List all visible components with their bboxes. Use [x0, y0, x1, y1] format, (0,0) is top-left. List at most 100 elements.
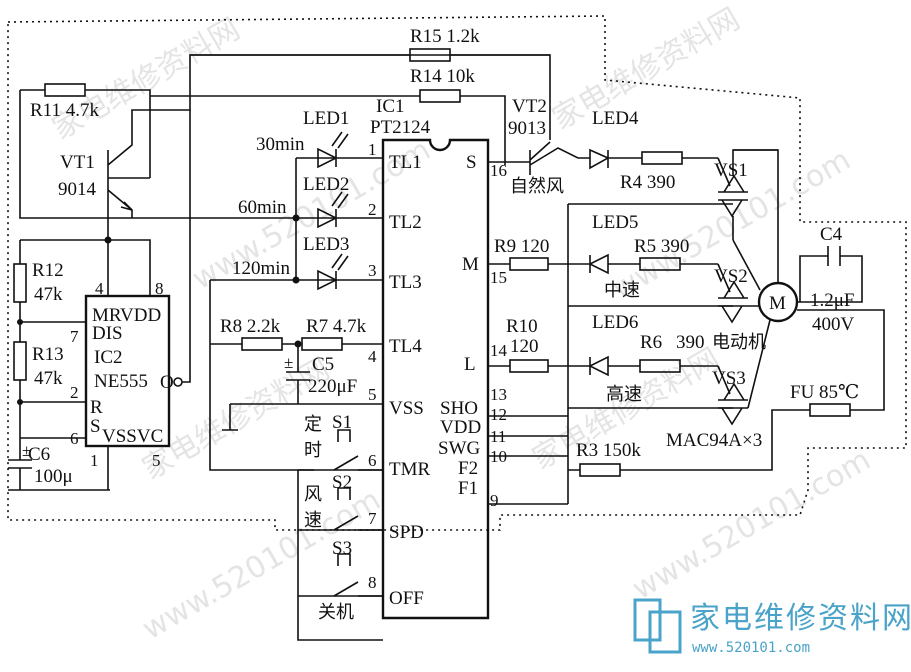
mode-medium: 中速 — [604, 280, 640, 301]
wire-r14 — [150, 95, 506, 165]
ic1-pinnum-8: 8 — [368, 573, 377, 592]
fuse-r3: FU 85℃ R3 150k — [568, 309, 885, 477]
ic1-part: PT2124 — [370, 117, 431, 138]
led6-label: LED6 — [592, 312, 638, 333]
ic1-pin-m: M — [462, 254, 479, 275]
s3-symbol[interactable] — [333, 581, 383, 597]
r15-label: R15 1.2k — [410, 26, 480, 47]
ic2-pinnum-2: 2 — [70, 383, 79, 402]
motor-label: 电动机 — [712, 332, 766, 353]
c4-voltage: 400V — [812, 314, 855, 335]
fuse-label: FU 85℃ — [790, 382, 859, 403]
s1-cn-b: 时 — [304, 440, 322, 461]
timer-30min: 30min — [256, 134, 305, 155]
s3-label: S3 — [332, 538, 352, 559]
r6-value: 390 — [676, 332, 705, 353]
vs2-label: VS2 — [714, 266, 748, 287]
watermark-layer: 家电维修资料网 家电维修资料网 家电维修资料网 家电维修资料网 www.5201… — [47, 2, 877, 647]
ic1-pinnum-12: 12 — [490, 405, 507, 424]
speed-branches: R9 120 LED5 R5 390 中速 VS2 R10 120 LED6 R… — [488, 212, 762, 451]
r9-label: R9 120 — [494, 236, 549, 257]
r7-resistor — [301, 337, 343, 351]
ic1-pinnum-9: 9 — [490, 491, 499, 510]
wire-r11 — [20, 89, 151, 178]
r15-resistor — [409, 48, 451, 62]
led5-label: LED5 — [592, 212, 638, 233]
ic1-pinnum-7: 7 — [368, 509, 377, 528]
vs1-triac — [717, 149, 778, 240]
r11-label: R11 4.7k — [30, 100, 99, 121]
r5-label: R5 390 — [634, 236, 689, 257]
ic1-pin-l: L — [464, 354, 476, 375]
junction-led3 — [292, 276, 300, 284]
r8-label: R8 2.2k — [220, 316, 281, 337]
vt2-part: 9013 — [508, 118, 546, 139]
ic1-pin-tl3: TL3 — [389, 272, 422, 293]
ic2-pin-mrvdd: MRVDD — [92, 305, 161, 326]
r13-resistor — [13, 341, 27, 381]
ic1-pinnum-3: 3 — [368, 261, 377, 280]
natural-wind-branch: VT2 9013 自然风 LED4 R4 390 VS1 — [488, 96, 778, 240]
ic1-pinnum-14: 14 — [490, 341, 508, 360]
ic1-name: IC1 — [376, 96, 405, 117]
ic2-pin-r: R — [90, 397, 103, 418]
wire-switches — [297, 469, 383, 641]
wire-top-left — [19, 90, 296, 219]
s1-label: S1 — [332, 412, 352, 433]
c5-capacitor — [222, 371, 383, 431]
r7-label: R7 4.7k — [306, 316, 367, 337]
r12-resistor — [13, 263, 27, 303]
ic2-pinnum-4: 4 — [95, 279, 104, 298]
ic1-pin-tmr: TMR — [389, 459, 431, 480]
led1-symbol — [317, 147, 338, 169]
s2-cn-a: 风 — [304, 484, 322, 505]
led2-label: LED2 — [303, 174, 349, 195]
ic1-pin-vss: VSS — [389, 398, 424, 419]
ic1-pin-tl1: TL1 — [389, 152, 422, 173]
ic1-pinnum-16: 16 — [490, 161, 507, 180]
s2-cn-b: 速 — [304, 510, 322, 531]
c4-value: 1.2μF — [810, 290, 855, 311]
mode-natural: 自然风 — [510, 176, 564, 197]
r12-name: R12 — [32, 260, 64, 281]
timer-leds: LED1 LED2 LED3 30min 60min 120min — [210, 108, 383, 291]
ic1-pin-f2: F2 — [458, 458, 478, 479]
r12-value: 47k — [34, 284, 63, 305]
r6-label: R6 — [640, 332, 662, 353]
ic1-pin-off: OFF — [389, 588, 424, 609]
r6-resistor — [639, 359, 681, 373]
logo-text: 家电维修资料网 — [690, 601, 911, 636]
common-bus — [488, 203, 733, 505]
wire-motor — [732, 149, 863, 409]
r4-label: R4 390 — [620, 172, 675, 193]
s1-symbol[interactable] — [333, 455, 383, 471]
c4-name: C4 — [820, 224, 843, 245]
s2-label: S2 — [332, 472, 352, 493]
s1-cn-a: 定 — [304, 414, 322, 435]
c5-value: 220μF — [308, 376, 357, 397]
vt1-part: 9014 — [58, 179, 97, 200]
ic1-pin-spd: SPD — [389, 522, 424, 543]
junction-vt1 — [104, 236, 112, 244]
ic1-pinnum-5: 5 — [368, 385, 377, 404]
watermark-cn-1: 家电维修资料网 — [47, 12, 246, 147]
junction-r12 — [17, 319, 23, 325]
led-emit-arrows — [331, 131, 349, 271]
ic1-pinnum-15: 15 — [490, 268, 507, 287]
s2-symbol[interactable] — [333, 515, 383, 531]
motor-m: M — [769, 293, 786, 314]
wire-ic2-out — [182, 110, 191, 383]
ic2-part: NE555 — [94, 371, 148, 392]
led4-symbol — [589, 148, 718, 170]
ic2-pinnum-8: 8 — [155, 279, 164, 298]
c5-name: C5 — [312, 354, 334, 375]
r10-name: R10 — [506, 316, 538, 337]
ic2-pinnum-7: 7 — [70, 327, 79, 346]
watermark-url-4: www.520101.com — [627, 442, 877, 607]
led5-symbol — [588, 253, 609, 275]
ic2-wiring: R11 4.7k VT1 9014 R12 47k R13 47k C6 100… — [8, 54, 550, 491]
top-resistors: R15 1.2k R14 10k — [150, 26, 551, 165]
junction-led2 — [292, 214, 300, 222]
